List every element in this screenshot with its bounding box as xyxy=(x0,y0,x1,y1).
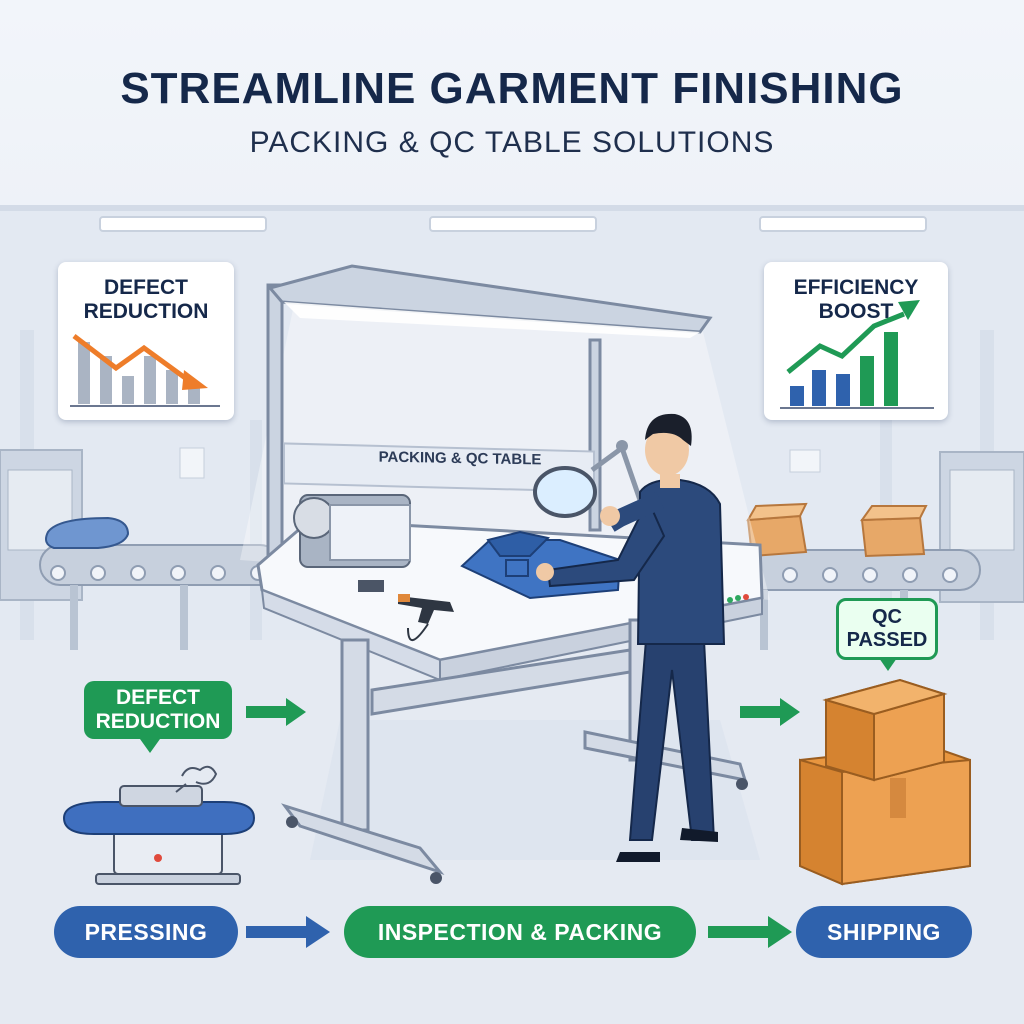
glue-gun-icon xyxy=(398,594,454,641)
card-title-line1: DEFECT xyxy=(104,276,188,299)
flow-step-shipping: SHIPPING xyxy=(796,906,972,958)
bubble-line1: DEFECT xyxy=(116,686,200,709)
defect-reduction-card: DEFECT REDUCTION xyxy=(58,262,234,420)
cardboard-box-icon xyxy=(799,678,971,886)
magnifier-lamp-icon xyxy=(533,440,643,518)
badge-line2: PASSED xyxy=(846,629,928,651)
page-title: STREAMLINE GARMENT FINISHING xyxy=(120,64,904,113)
down-trend-chart-icon xyxy=(70,334,220,407)
worker-figure xyxy=(536,413,726,862)
badge-line1: QC xyxy=(872,606,902,628)
flow-step-inspection: INSPECTION & PACKING xyxy=(344,906,696,958)
up-trend-chart-icon xyxy=(780,300,934,409)
card-title-line2: REDUCTION xyxy=(83,300,209,323)
defect-reduction-bubble: DEFECT REDUCTION xyxy=(84,681,232,753)
card-title-line1: EFFICIENCY xyxy=(793,276,919,299)
conveyor-box-icon xyxy=(860,505,928,558)
flow-step-pressing: PRESSING xyxy=(54,906,238,958)
table-sign: PACKING & QC TABLE xyxy=(378,448,542,469)
card-title-line2: BOOST xyxy=(818,300,894,323)
steam-press-icon xyxy=(62,765,256,885)
efficiency-boost-card: EFFICIENCY BOOST xyxy=(764,262,948,420)
bubble-line2: REDUCTION xyxy=(95,710,221,733)
page-subtitle: PACKING & QC TABLE SOLUTIONS xyxy=(249,126,775,159)
qc-passed-badge: QC PASSED xyxy=(836,598,938,671)
tape-dispenser-icon xyxy=(293,494,411,568)
